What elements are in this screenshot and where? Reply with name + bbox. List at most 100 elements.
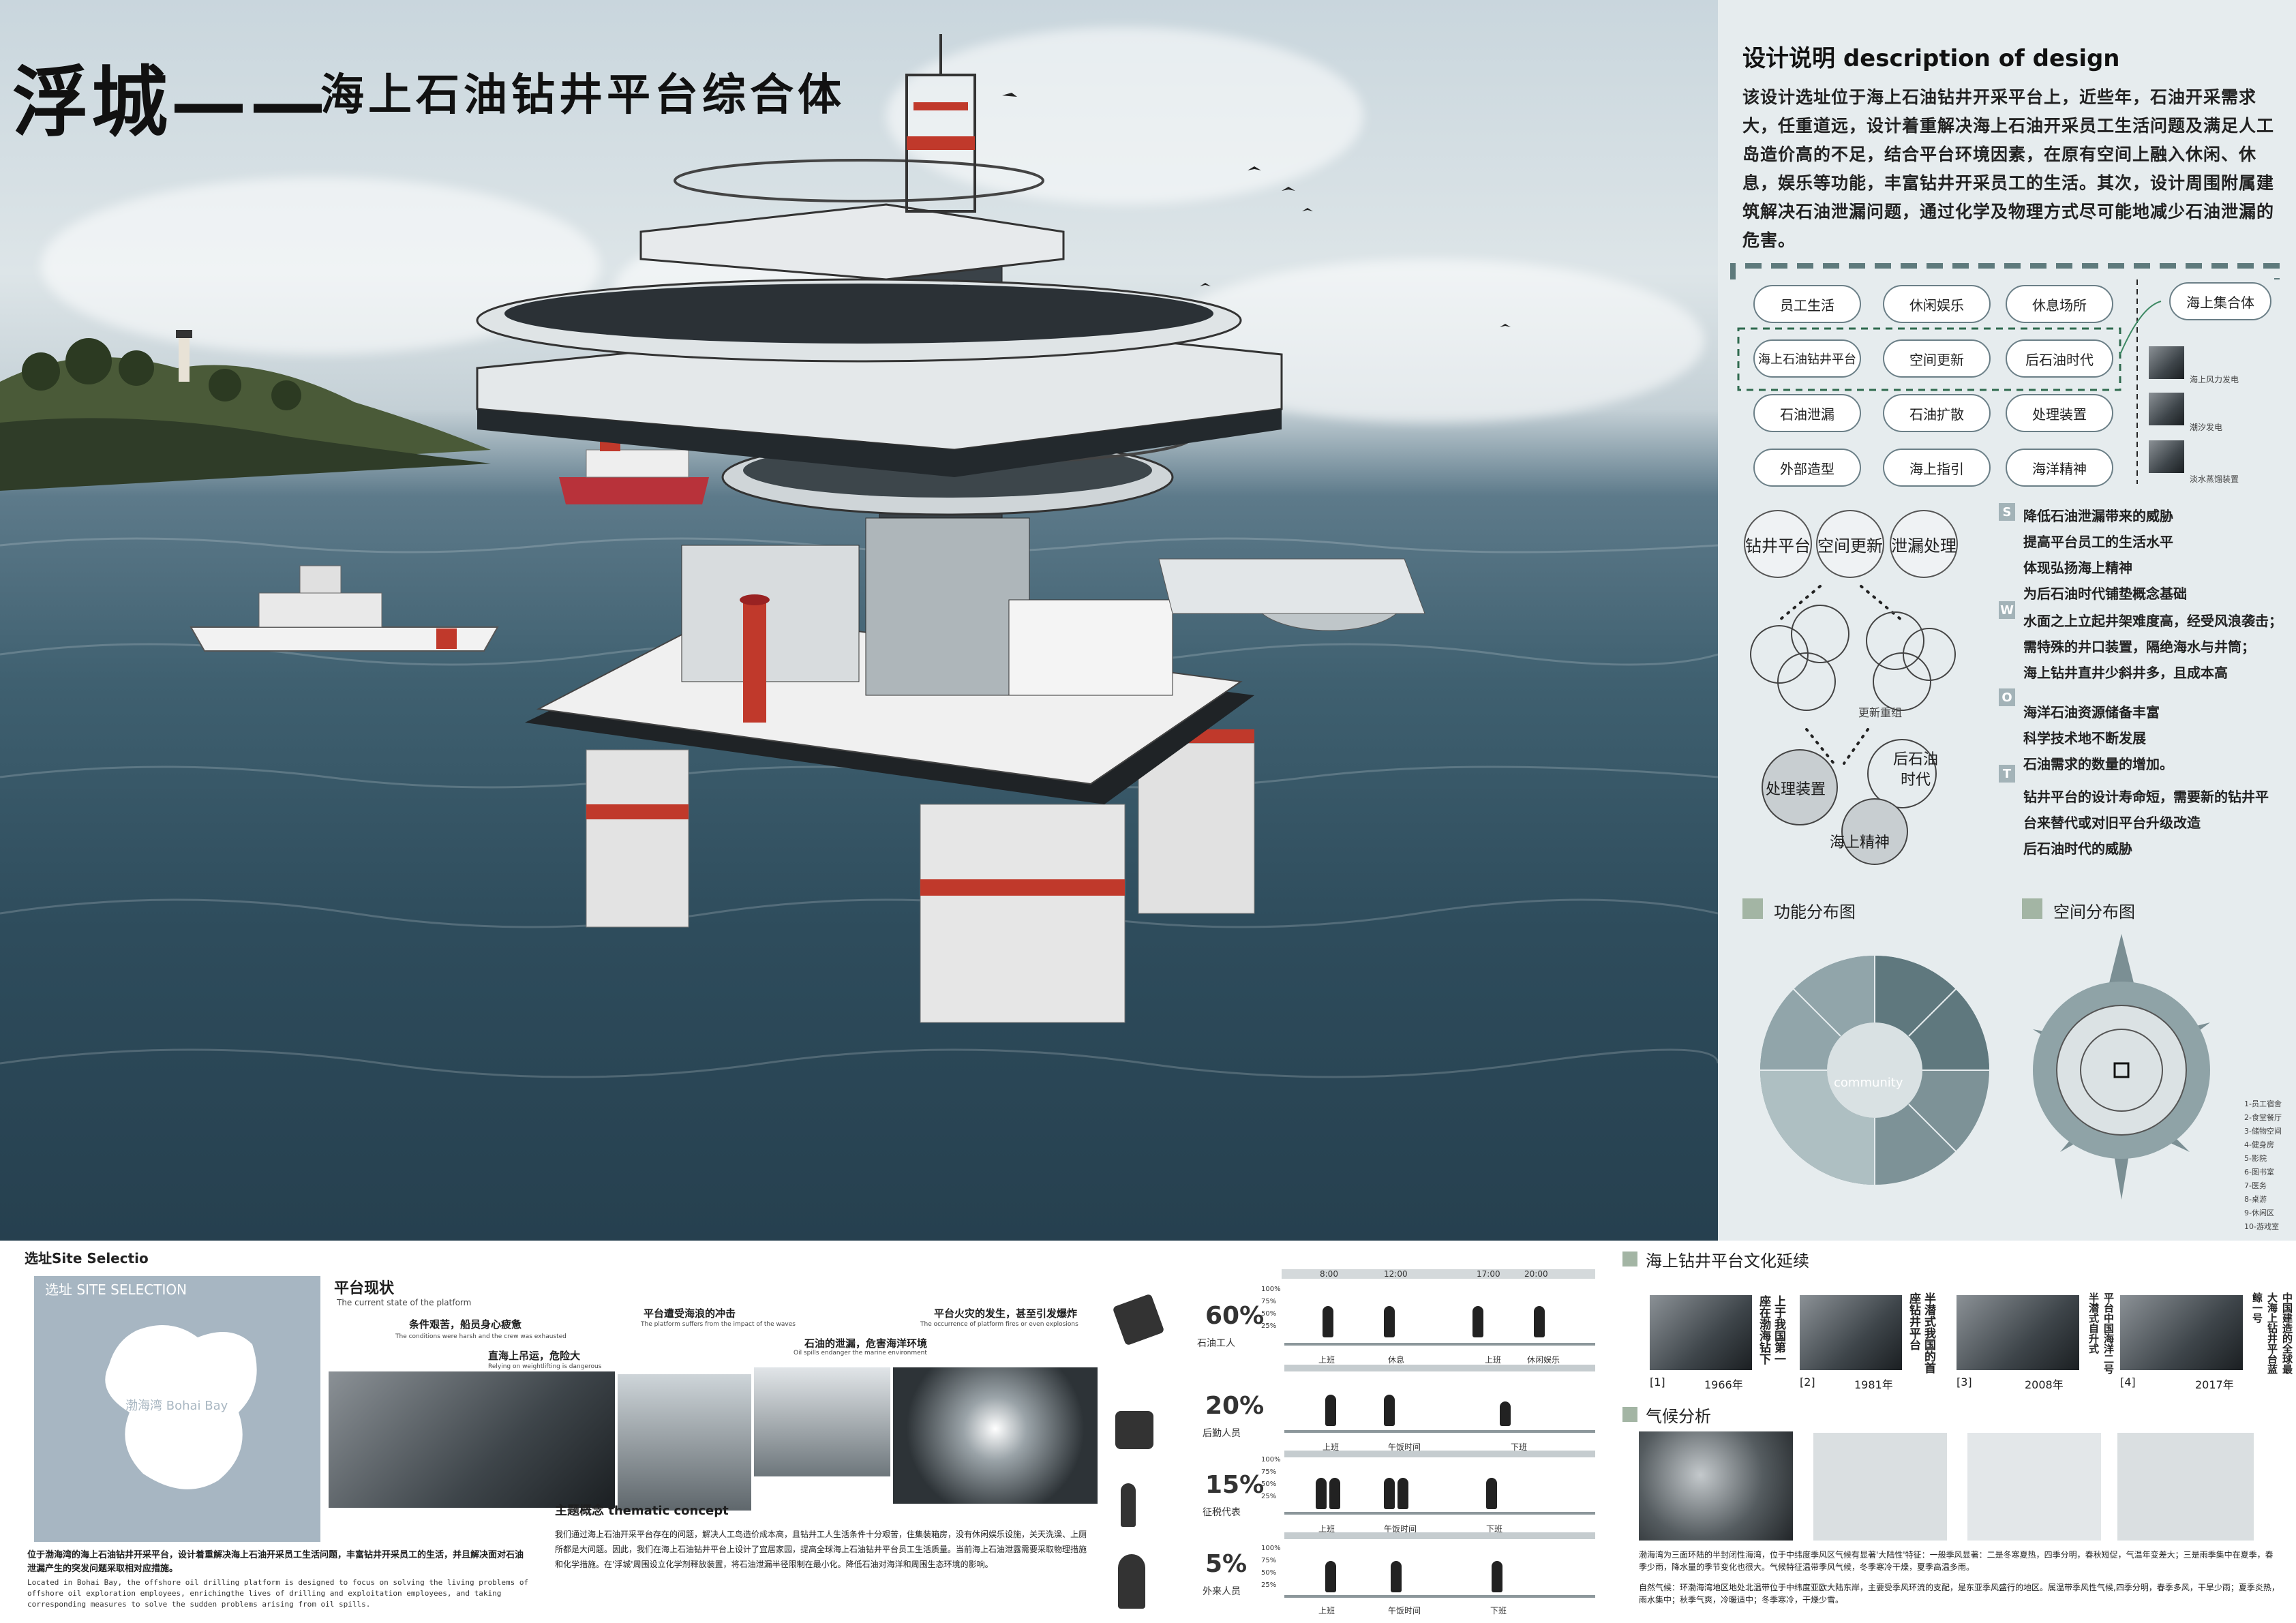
hero-scene [0,34,1511,1023]
coast-guard-ship [190,565,499,652]
space-radial [2033,934,2210,1200]
circle-ocean-spirit: 海上精神 [1830,834,1890,851]
collection-tidal: 潮汐发电 [2190,423,2223,432]
ferry-ship [559,436,709,504]
pill-ocean-spirit: 海洋精神 [2006,449,2113,487]
function-donut [1760,956,1989,1185]
pill-oil-spread: 石油扩散 [1883,394,1991,432]
birds [1002,93,1511,327]
status-4: 石油的泄漏，危害海洋环境 [804,1337,928,1350]
culture-text-1: 上于我国第一座在渤海钻下 [1757,1295,1785,1365]
climate-text-2: 自然气候：环渤海湾地区地处北温带位于中纬度亚欧大陆东岸，主要受季风环流的支配，是… [1639,1583,2280,1605]
time-2000: 20:00 [1524,1269,1548,1279]
climate-satellite [1639,1431,1793,1541]
swot-s: 降低石油泄漏带来的威胁提高平台员工的生活水平体现弘扬海上精神为后石油时代铺垫概念… [2023,508,2187,602]
pill-rest-place: 休息场所 [2006,285,2113,323]
platform-legs [586,729,1255,1023]
pill-post-oil: 后石油时代 [2006,339,2113,378]
time-1200: 12:00 [1384,1269,1408,1279]
status-photo-3 [754,1367,890,1476]
pill-oil-platform: 海上石油钻井平台 [1753,339,1861,378]
concept-frame [1730,263,2280,484]
site-map [34,1276,320,1542]
climate-map-1 [1813,1433,1947,1541]
status-photo-1 [329,1371,615,1508]
pill-sea-guide: 海上指引 [1883,449,1991,487]
venn-diagram [1750,585,1956,865]
site-en: Located in Bohai Bay, the offshore oil d… [27,1578,529,1609]
status-2: 直海上吊运，危险大 [488,1350,581,1362]
pill-exterior: 外部造型 [1753,449,1861,487]
swot-t-letter: T [1999,765,2015,783]
climate-map-3 [2117,1433,2254,1541]
bottom-band: 选址Site Selectio 选址 SITE SELECTION 渤海湾 Bo… [0,1241,2296,1623]
swot-w-letter: W [1999,601,2015,619]
theme-heading: 主题概念 thematic concept [555,1504,729,1518]
staff-role-1: 石油工人 [1197,1338,1235,1349]
circle-post-oil: 后石油 时代 [1892,751,1938,789]
culture-photo-1 [1650,1295,1752,1370]
culture-year-2: 1981年 [1854,1378,1893,1391]
culture-text-3: 平台中国海洋二号半潜式自升式 [2087,1292,2115,1374]
staff-role-2: 后勤人员 [1203,1428,1241,1439]
title-main: 浮城—— [12,58,329,147]
swot-w: 水面之上立起井架难度高，经受风浪袭击；需特殊的井口装置，隔绝海水与井筒；海上钻井… [2023,613,2282,681]
pill-leisure: 休闲娱乐 [1883,285,1991,323]
logistics-icon [1115,1411,1153,1449]
tax-rep-icon [1121,1483,1136,1527]
staff-pct-2: 20% [1205,1392,1265,1420]
status-5: 平台火灾的发生，甚至引发爆炸 [934,1307,1078,1320]
design-heading: 设计说明 description of design [1742,45,2120,72]
collection-distill: 淡水蒸馏装置 [2190,474,2239,484]
swot-o: 海洋石油资源储备丰富科学技术地不断发展石油需求的数量的增加。 [2023,704,2173,772]
circle-leak: 泄漏处理 [1890,510,1958,578]
culture-photo-3 [1957,1295,2079,1370]
worker-icon [1112,1293,1165,1346]
lighthouse [179,334,190,382]
staff-pct-4: 5% [1205,1550,1248,1578]
regroup-label: 更新重组 [1858,706,1903,719]
swot-s-letter: S [1999,503,2015,521]
title-sub: 海上石油钻井平台综合体 [320,70,845,121]
circle-renewal: 空间更新 [1816,510,1884,578]
climate-heading: 气候分析 [1646,1407,1711,1426]
status-1: 条件艰苦，船员身心疲惫 [409,1318,522,1331]
culture-year-1: 1966年 [1704,1378,1743,1391]
status-photo-4 [893,1367,1098,1504]
culture-photo-4 [2120,1295,2243,1370]
theme-text: 我们通过海上石油开采平台存在的问题，解决人工岛造价成本高，且钻井工人生活条件十分… [555,1530,1087,1569]
circle-platform: 钻井平台 [1744,510,1812,578]
time-1700: 17:00 [1477,1269,1500,1279]
culture-year-3: 2008年 [2025,1378,2064,1391]
staff-role-4: 外来人员 [1203,1586,1241,1597]
site-map-title: 选址 SITE SELECTION [45,1281,187,1298]
pill-staff-life: 员工生活 [1753,285,1861,323]
site-cn: 位于渤海湾的海上石油钻井开采平台，设计着重解决海上石油开采员工生活问题，丰富钻井… [27,1550,524,1574]
visitor-icon [1118,1554,1145,1609]
pill-treatment: 处理装置 [2006,394,2113,432]
culture-text-2: 半潜式我国的首座钻井平台 [1907,1292,1935,1374]
swot-o-letter: O [1999,688,2015,706]
staff-pct-1: 60% [1205,1302,1265,1330]
culture-text-4: 中国建造的全球最大海上钻井平台蓝鲸一号 [2251,1292,2293,1374]
site-heading: 选址Site Selectio [25,1250,149,1266]
climate-map-2 [1967,1433,2101,1541]
time-800: 8:00 [1320,1269,1338,1279]
hero-render: 浮城—— 海上石油钻井平台综合体 [0,0,1718,1241]
collection-wind: 海上风力发电 [2190,375,2239,384]
pill-sea-collection: 海上集合体 [2169,282,2271,320]
culture-photo-2 [1800,1295,1902,1370]
swot-t: 钻井平台的设计寿命短，需要新的钻井平台来替代或对旧平台升级改造后石油时代的威胁 [2023,789,2269,857]
status-3: 平台遭受海浪的冲击 [644,1307,736,1320]
pill-oil-spill: 石油泄漏 [1753,394,1861,432]
staff-role-3: 征税代表 [1203,1507,1241,1518]
func-map-title: 功能分布图 [1774,902,1856,922]
staff-pct-3: 15% [1205,1471,1265,1499]
space-map-title: 空间分布图 [2053,902,2135,922]
status-heading: 平台现状 [334,1280,395,1297]
platform-tower [476,34,1283,519]
design-panel: 设计说明 description of design 该设计选址位于海上石油钻井… [1718,0,2296,1241]
design-text: 该设计选址位于海上石油钻井开采平台上，近些年，石油开采需求大，任重道远，设计着重… [1742,87,2275,250]
